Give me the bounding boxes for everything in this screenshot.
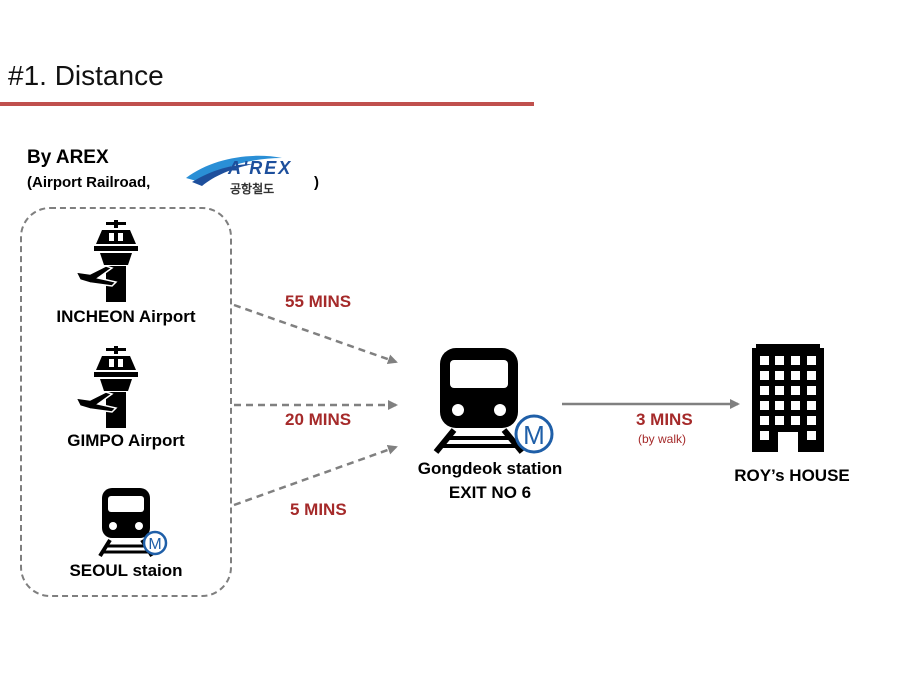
origins-group <box>20 207 232 597</box>
arex-logo-text: A'REX <box>228 158 293 178</box>
airport-tower-icon <box>76 346 138 428</box>
station-name: Gongdeok station <box>417 459 563 478</box>
arex-heading: By AREX <box>27 147 109 168</box>
metro-train-icon: M <box>98 488 168 558</box>
svg-text:M: M <box>148 536 161 553</box>
destination-label: ROY’s HOUSE <box>734 466 850 485</box>
page-title: #1. Distance <box>8 60 164 91</box>
arrow-incheon-to-station <box>233 303 398 365</box>
metro-badge: M <box>523 420 545 450</box>
time-seoul: 5 MINS <box>290 500 347 519</box>
arex-subtitle: (Airport Railroad, <box>27 174 151 191</box>
origin-label-incheon: INCHEON Airport <box>56 307 196 326</box>
arex-subtitle-close: ) <box>314 174 319 191</box>
arex-logo <box>186 155 282 186</box>
station-exit: EXIT NO 6 <box>448 483 532 502</box>
time-walk: 3 MINS <box>636 410 693 429</box>
origin-label-seoul: SEOUL staion <box>69 561 183 580</box>
building-icon <box>752 344 824 452</box>
airport-tower-icon <box>76 220 138 302</box>
metro-train-icon: M <box>433 348 554 454</box>
arrow-seoul-to-station <box>233 444 398 507</box>
time-gimpo: 20 MINS <box>285 410 352 429</box>
arex-logo-korean: 공항철도 <box>230 182 275 196</box>
title-underline <box>0 102 534 106</box>
origin-label-gimpo: GIMPO Airport <box>67 431 185 450</box>
walk-mode: (by walk) <box>638 432 687 446</box>
time-incheon: 55 MINS <box>285 292 352 311</box>
